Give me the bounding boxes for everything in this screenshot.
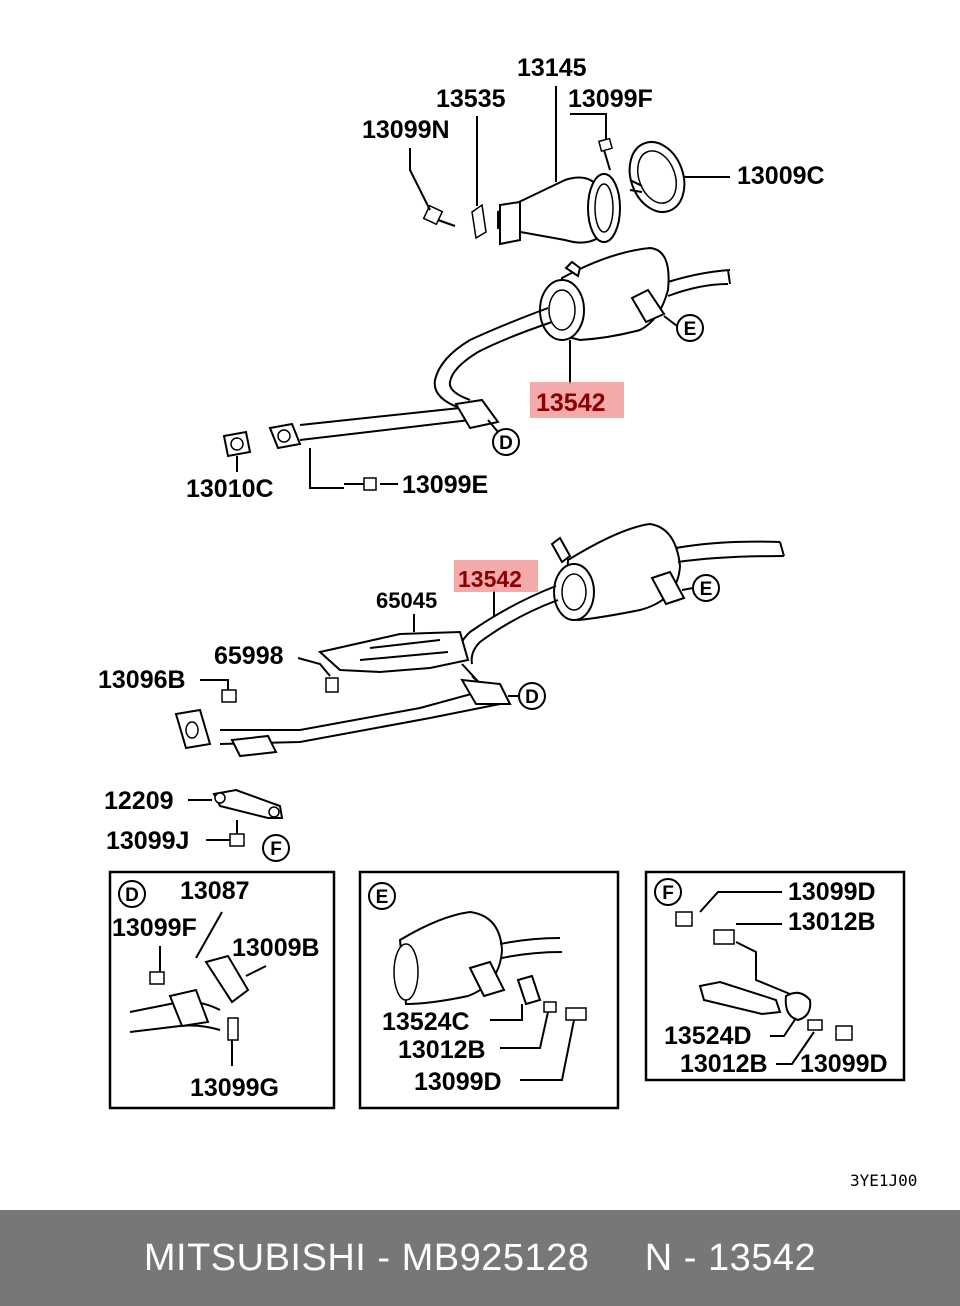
label-13099e: 13099E	[402, 471, 488, 499]
label-e-13099d: 13099D	[414, 1068, 502, 1096]
callout-d-top: D	[487, 419, 520, 456]
label-65045: 65045	[376, 588, 437, 613]
label-13010c: 13010C	[186, 475, 274, 503]
muffler-middle	[174, 522, 785, 758]
label-d-13087: 13087	[180, 877, 250, 905]
label-d-13009b: 13009B	[232, 934, 320, 962]
label-13099f-top: 13099F	[568, 85, 653, 113]
bolt-13099n	[422, 204, 456, 227]
label-13009c: 13009C	[737, 162, 825, 190]
middle-assembly	[174, 522, 785, 758]
callout-e-box: E	[368, 882, 396, 910]
label-e-13012b: 13012B	[398, 1036, 486, 1064]
label-f-13012b-a: 13012B	[788, 908, 876, 936]
label-12209: 12209	[104, 787, 174, 815]
muffler-top	[222, 246, 731, 491]
label-13096b: 13096B	[98, 666, 186, 694]
label-e-13524c: 13524C	[382, 1008, 470, 1036]
hanger-bracket	[188, 788, 284, 847]
label-13542-top: 13542	[536, 389, 606, 417]
label-13099n: 13099N	[362, 116, 450, 144]
svg-text:E: E	[684, 319, 697, 340]
label-13099j: 13099J	[106, 827, 189, 855]
label-13535: 13535	[436, 85, 506, 113]
label-f-13099d-b: 13099D	[800, 1050, 888, 1078]
footer-text: MITSUBISHI - MB925128 N - 13542	[143, 1236, 817, 1279]
svg-text:F: F	[662, 883, 674, 904]
label-13542-middle: 13542	[458, 566, 522, 592]
label-f-13099d-a: 13099D	[788, 878, 876, 906]
svg-text:D: D	[125, 885, 139, 906]
svg-text:F: F	[270, 839, 282, 860]
label-d-13099g: 13099G	[190, 1074, 279, 1102]
footer-part-number: MB925128	[401, 1236, 590, 1279]
callout-e-top: E	[663, 314, 704, 342]
catalytic-converter	[497, 173, 621, 246]
detail-box-f	[644, 870, 906, 1082]
bracket-13535	[471, 203, 487, 240]
callout-e-middle: E	[681, 574, 720, 602]
label-f-13524d: 13524D	[664, 1022, 752, 1050]
footer-brand: MITSUBISHI	[143, 1236, 367, 1279]
callout-d-middle: D	[508, 682, 546, 710]
svg-text:D: D	[499, 433, 513, 454]
footer-ref: N - 13542	[644, 1236, 817, 1279]
callout-f-box: F	[654, 878, 682, 906]
diagram-code: 3YE1J00	[850, 1171, 917, 1190]
svg-text:E: E	[376, 887, 389, 908]
label-13145: 13145	[517, 54, 587, 82]
bolt-top	[597, 137, 614, 171]
label-65998: 65998	[214, 642, 284, 670]
detail-box-e	[358, 870, 620, 1110]
svg-text:D: D	[525, 687, 539, 708]
callout-f: F	[262, 834, 290, 862]
callout-d-box: D	[118, 880, 146, 908]
highlight-13542-top	[530, 382, 624, 418]
svg-text:E: E	[700, 579, 713, 600]
exhaust-parts-diagram: 13145 13535 13099F 13099N 13009C 13542 1…	[98, 54, 917, 1190]
highlight-13542-middle	[454, 560, 538, 592]
detail-box-d	[108, 870, 336, 1110]
label-d-13099f: 13099F	[112, 914, 197, 942]
footer-bar: MITSUBISHI - MB925128 N - 13542	[0, 1210, 960, 1306]
top-assembly	[222, 86, 731, 491]
clamp-ring	[628, 141, 686, 213]
label-f-13012b-b: 13012B	[680, 1050, 768, 1078]
